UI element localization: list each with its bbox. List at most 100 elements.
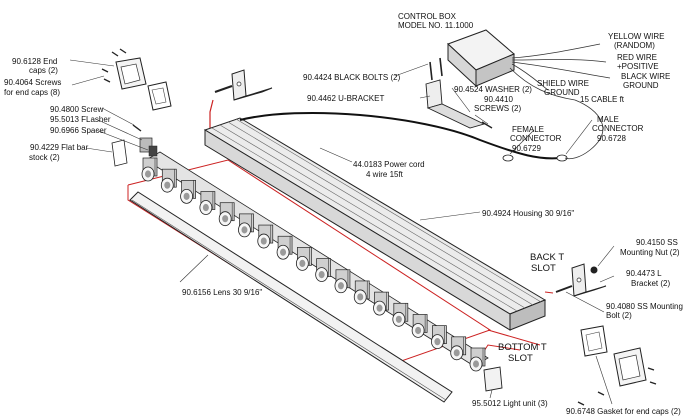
light-module <box>353 280 370 305</box>
label-black-wire: BLACK WIRE <box>621 72 670 81</box>
red-power-lead <box>209 99 214 128</box>
light-module <box>431 325 447 350</box>
label-bottom-slot-1: BOTTOM T <box>498 342 547 353</box>
label-screw: 90.4800 Screw <box>50 105 104 114</box>
label-ss-bolt-1: 90.4080 SS Mounting <box>606 302 683 311</box>
label-bottom-slot-2: SLOT <box>508 353 533 364</box>
label-gasket: 90.6748 Gasket for end caps (2) <box>566 407 681 416</box>
lens-edge <box>131 199 447 401</box>
leader-lines <box>69 59 615 405</box>
label-female-connector-1: FEMALE <box>512 125 544 134</box>
label-spacer: 90.6966 Spacer <box>50 126 107 135</box>
male-connector-part <box>556 154 568 162</box>
label-male-connector-3: 90.6728 <box>597 134 626 143</box>
label-red-wire: RED WIRE <box>617 53 657 62</box>
power-cord <box>239 111 561 160</box>
light-module <box>180 180 196 204</box>
label-yellow-wire: YELLOW WIRE <box>608 32 664 41</box>
label-power-cord-1: 44.0183 Power cord <box>353 160 425 169</box>
label-end-screws-1: 90.4064 Screws <box>4 78 61 87</box>
red-bracket-lead <box>544 291 554 294</box>
label-female-connector-2: CONNECTOR <box>510 134 562 143</box>
u-bracket-part <box>425 57 493 129</box>
label-red-wire-note: +POSITIVE <box>617 62 659 71</box>
flat-bar-stock-part <box>111 139 128 167</box>
bolt-upper <box>214 85 233 93</box>
light-module <box>392 302 409 327</box>
label-screws-desc: SCREWS (2) <box>474 104 521 113</box>
lens-part <box>129 191 453 403</box>
housing-end-face <box>509 299 546 331</box>
light-module <box>334 269 351 294</box>
label-lens: 90.6156 Lens 30 9/16" <box>182 288 262 297</box>
label-female-connector-3: 90.6729 <box>512 144 541 153</box>
label-end-caps-2: caps (2) <box>29 66 58 75</box>
label-u-bracket: 90.4462 U-BRACKET <box>307 94 384 103</box>
label-flat-bar-2: stock (2) <box>29 153 60 162</box>
label-shield-wire-note: GROUND <box>544 88 580 97</box>
spacer-part <box>148 145 158 157</box>
label-ss-bolt-2: Bolt (2) <box>606 311 632 320</box>
part-labels: CONTROL BOX MODEL NO. 11.1000 YELLOW WIR… <box>4 12 683 416</box>
light-unit-sample <box>483 366 503 392</box>
control-box-wires <box>509 43 611 101</box>
label-power-cord-2: 4 wire 15ft <box>366 170 404 179</box>
housing-groove-3 <box>227 121 534 306</box>
label-male-connector-1: MALE <box>597 115 619 124</box>
light-module <box>450 336 467 361</box>
light-module <box>141 157 158 182</box>
light-module <box>199 191 216 215</box>
light-module <box>295 247 312 271</box>
light-units <box>141 157 486 372</box>
label-back-slot-1: BACK T <box>530 252 564 263</box>
label-end-caps-1: 90.6128 End <box>12 57 57 66</box>
end-cap-lower <box>613 347 647 387</box>
light-module <box>469 347 486 372</box>
label-housing: 90.4924 Housing 30 9/16" <box>482 209 574 218</box>
screw-part <box>132 124 142 132</box>
label-l-bracket-1: 90.4473 L <box>626 269 662 278</box>
label-washer: 90.4524 WASHER (2) <box>454 85 532 94</box>
label-screws-num: 90.4410 <box>484 95 513 104</box>
gasket-upper <box>147 81 172 111</box>
label-end-screws-2: for end caps (8) <box>4 88 60 97</box>
label-yellow-wire-note: (RANDOM) <box>614 41 655 50</box>
label-black-wire-note: GROUND <box>623 81 659 90</box>
label-flasher: 95.5013 FLasher <box>50 115 111 124</box>
light-module <box>373 291 389 316</box>
ss-mounting-nut-part <box>590 266 598 274</box>
light-module <box>411 314 428 338</box>
end-cap-upper <box>115 57 147 90</box>
label-male-connector-2: CONNECTOR <box>592 124 644 133</box>
housing-groove-2 <box>219 124 526 309</box>
label-back-slot-2: SLOT <box>531 263 556 274</box>
end-cap-screws-upper <box>101 48 127 83</box>
end-cap-screws-lower <box>577 367 657 406</box>
label-ss-nut-1: 90.4150 SS <box>636 238 678 247</box>
light-module <box>257 224 274 249</box>
label-shield-wire: SHIELD WIRE <box>537 79 589 88</box>
label-flat-bar-1: 90.4229 Flat bar <box>30 143 89 152</box>
l-bracket-upper <box>231 69 273 101</box>
light-module <box>218 202 235 227</box>
label-cable: 15 CABLE ft <box>580 95 625 104</box>
gasket-lower <box>580 325 608 357</box>
red-callout-back <box>487 329 541 346</box>
light-module <box>315 258 331 282</box>
label-l-bracket-2: Bracket (2) <box>631 279 670 288</box>
housing-groove-4 <box>235 118 542 303</box>
control-box-part <box>447 29 515 88</box>
housing-groove-1 <box>211 127 518 312</box>
label-light-unit: 95.5012 Light unit (3) <box>472 399 548 408</box>
ss-mounting-bolt-part <box>555 285 573 293</box>
light-module <box>238 213 254 238</box>
light-module <box>160 168 177 193</box>
label-ss-nut-2: Mounting Nut (2) <box>620 248 680 257</box>
light-module <box>276 235 293 260</box>
cable-to-connector <box>564 99 604 160</box>
l-bracket-right <box>571 263 607 297</box>
label-control-box-model: MODEL NO. 11.1000 <box>398 21 474 30</box>
label-control-box-title: CONTROL BOX <box>398 12 457 21</box>
female-connector-part <box>502 154 514 162</box>
